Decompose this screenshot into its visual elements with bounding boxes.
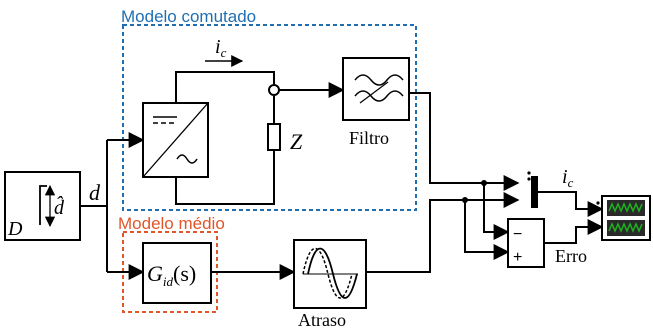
converter-block[interactable] — [142, 102, 209, 178]
delay-block[interactable] — [293, 239, 367, 309]
step-source-D-label: D — [7, 218, 23, 240]
signal-d-label: d — [89, 180, 101, 205]
measurement-node — [268, 84, 280, 96]
scope-block[interactable] — [601, 195, 651, 241]
Gid-label: Gid(s) — [147, 261, 196, 289]
filter-block[interactable] — [342, 57, 410, 121]
step-source-block[interactable]: D d̂ — [4, 171, 81, 241]
Gid-transfer-block[interactable]: Gid(s) — [142, 242, 212, 304]
switched-model-title: Modelo comutado — [121, 7, 256, 26]
error-sum-block[interactable]: − + — [507, 218, 545, 268]
mux-bar[interactable] — [531, 176, 538, 208]
average-model-title: Modelo médio — [118, 214, 225, 233]
ic-current-label: ic — [215, 36, 227, 60]
delay-label: Atraso — [298, 310, 346, 330]
error-label: Erro — [555, 246, 587, 266]
filter-label: Filtro — [349, 128, 389, 148]
impedance-Z[interactable] — [267, 123, 281, 151]
switched-model-region — [122, 24, 417, 211]
impedance-label: Z — [290, 129, 303, 154]
minus-sign: − — [513, 226, 522, 243]
plus-sign: + — [513, 249, 522, 266]
ic-mux-label: ic — [562, 166, 574, 190]
step-source-dhat-label: d̂ — [54, 195, 65, 219]
